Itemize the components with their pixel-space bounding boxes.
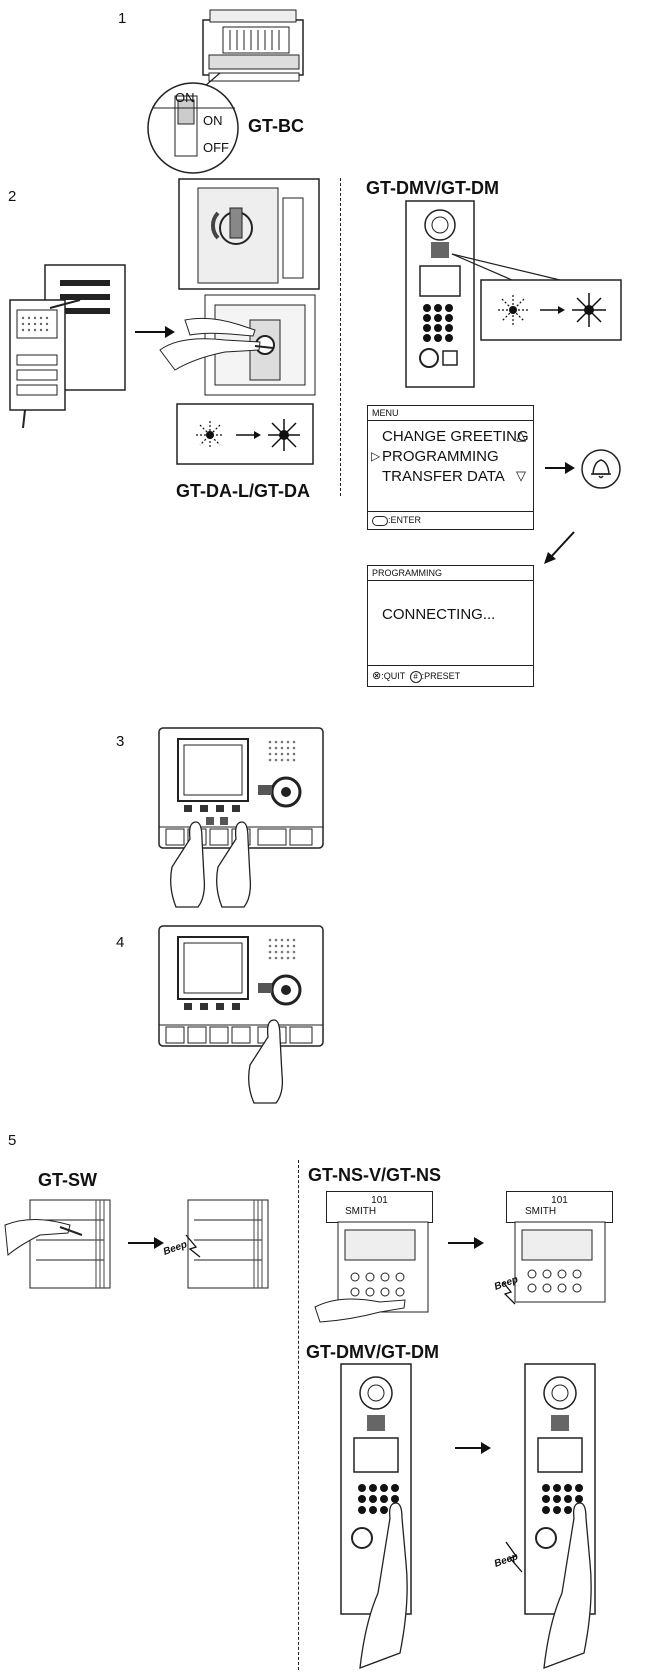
- arrow-icon: [545, 461, 575, 475]
- gt-bc-switch-off-label: OFF: [203, 140, 229, 155]
- gt-ns-label: GT-NS-V/GT-NS: [308, 1165, 441, 1186]
- gt-da-door-station-exploded: [5, 260, 135, 430]
- menu-item-change-greeting: CHANGE GREETING: [382, 428, 529, 445]
- arrow-icon: [455, 1441, 491, 1455]
- arrow-icon: [128, 1236, 164, 1250]
- step4-monitor-unit: [158, 925, 324, 1110]
- gt-ns-module-after: [495, 1222, 620, 1307]
- gt-bc-on-top-label: ON: [175, 90, 195, 105]
- gt-sw-label: GT-SW: [38, 1170, 97, 1191]
- step-2-number: 2: [8, 188, 16, 205]
- call-button-bell-icon: [580, 448, 622, 490]
- gt-ns-module-before: [310, 1222, 435, 1322]
- scroll-up-icon: △: [516, 428, 526, 444]
- nameplate-before: 101 SMITH: [326, 1191, 433, 1223]
- menu-item-programming: PROGRAMMING: [382, 448, 499, 465]
- footer-quit: :QUIT: [381, 671, 405, 681]
- menu-item-transfer-data: TRANSFER DATA: [382, 468, 505, 485]
- hash-icon: #: [410, 671, 422, 683]
- step-4-number: 4: [116, 934, 124, 951]
- step5-divider: [298, 1160, 299, 1670]
- menu-footer-enter: :ENTER: [388, 515, 421, 525]
- step2-divider: [340, 178, 341, 496]
- programming-screen: PROGRAMMING CONNECTING... ⊗:QUIT #:PRESE…: [367, 565, 534, 687]
- step-1-number: 1: [118, 10, 126, 27]
- gt-dmv-station-before: [340, 1363, 430, 1673]
- step-5-number: 5: [8, 1132, 16, 1149]
- menu-screen: MENU CHANGE GREETING PROGRAMMING TRANSFE…: [367, 405, 534, 530]
- gt-da-hand-with-tool: [155, 290, 325, 400]
- gt-dmv-top-label: GT-DMV/GT-DM: [366, 178, 499, 199]
- bell-icon: [372, 516, 388, 526]
- gt-sw-module-before: [0, 1195, 122, 1295]
- scroll-down-icon: ▽: [516, 468, 526, 484]
- gt-dmv-station-after: [524, 1363, 614, 1673]
- menu-screen-title: MENU: [368, 406, 533, 421]
- programming-screen-title: PROGRAMMING: [368, 566, 533, 581]
- nameplate-after: 101 SMITH: [506, 1191, 613, 1223]
- gt-bc-switch-zoom-circle: [145, 78, 245, 178]
- gt-da-label: GT-DA-L/GT-DA: [176, 481, 310, 502]
- arrow-icon: [448, 1236, 484, 1250]
- gt-da-zoom-detail: [178, 178, 320, 290]
- gt-dmv-led-indicator-box: [440, 250, 640, 345]
- nameplate-number: 101: [327, 1195, 432, 1206]
- nameplate-number: 101: [507, 1195, 612, 1206]
- nameplate-name: SMITH: [525, 1206, 612, 1217]
- gt-da-led-indicator-box: [176, 403, 314, 465]
- footer-preset: :PRESET: [422, 671, 461, 681]
- programming-screen-footer: ⊗:QUIT #:PRESET: [368, 665, 533, 686]
- nameplate-name: SMITH: [345, 1206, 432, 1217]
- gt-dmv-bottom-label: GT-DMV/GT-DM: [306, 1342, 439, 1363]
- cancel-x-icon: ⊗: [372, 670, 381, 682]
- connecting-message: CONNECTING...: [382, 606, 495, 623]
- gt-bc-label: GT-BC: [248, 116, 304, 137]
- step3-monitor-unit: [158, 727, 324, 917]
- selection-triangle-icon: ▷: [371, 449, 380, 463]
- step-3-number: 3: [116, 733, 124, 750]
- gt-bc-switch-on-label: ON: [203, 113, 223, 128]
- diagonal-arrow-icon: [540, 528, 580, 568]
- menu-screen-footer: :ENTER: [368, 511, 533, 529]
